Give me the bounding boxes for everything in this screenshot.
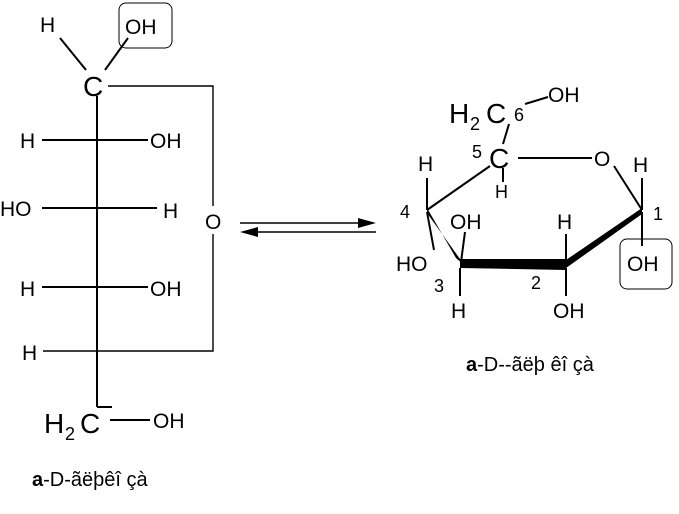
caption-open-chain-alpha: a — [32, 469, 44, 491]
label-c4-number: 4 — [400, 202, 410, 222]
label-c2-h: H — [557, 211, 572, 234]
reverse-arrow-head — [240, 227, 258, 237]
label-c6-subscript: 2 — [470, 114, 480, 134]
c5-c4-bond — [426, 165, 491, 211]
label-c4-h: H — [418, 153, 433, 176]
label-c2-oh: OH — [553, 300, 585, 323]
label-c5-number: 5 — [472, 142, 482, 162]
label-c4-h: H — [20, 278, 35, 301]
label-c6-h2: H — [44, 408, 64, 439]
forward-arrow-head — [358, 218, 376, 228]
open-chain-structure: H OH C H OH HO H H OH H H 2 C OH O a-D-ã… — [0, 2, 221, 491]
label-c6-subscript: 2 — [65, 424, 75, 444]
highlight-box-c1-oh — [118, 2, 173, 49]
label-c2-h: H — [20, 130, 35, 153]
c6-c5-bond — [502, 123, 510, 145]
caption-ring-alpha: a — [466, 354, 478, 376]
label-c3-number: 3 — [434, 276, 444, 296]
c1-h-bond — [59, 37, 87, 71]
label-c5-h: H — [495, 182, 508, 202]
label-c2-number: 2 — [531, 273, 541, 293]
label-c4-oh: OH — [150, 278, 182, 301]
caption-ring-name: -D--ãëþ êî çà — [477, 354, 595, 376]
label-c1-oh: OH — [627, 253, 659, 276]
caption-ring: a-D--ãëþ êî çà — [466, 354, 595, 376]
label-c6-h2: H — [449, 98, 469, 129]
highlight-box-c1-oh — [619, 238, 673, 290]
label-ring-oxygen: O — [594, 148, 610, 171]
label-c6-oh: OH — [153, 410, 185, 433]
ring-closure-bracket-lower — [43, 234, 214, 352]
o-c1-bond — [613, 165, 643, 211]
label-c1-c: C — [83, 71, 103, 102]
label-c4-ho: HO — [396, 253, 428, 276]
c6-oh-bond — [524, 96, 549, 105]
label-c6-oh: OH — [548, 84, 580, 107]
ring-structure: H 2 C 6 OH 5 C H O H 1 OH H 4 HO OH 3 H … — [396, 84, 673, 376]
caption-open-chain: a-D-ãëþêî çà — [32, 469, 148, 491]
label-c5-h: H — [22, 342, 37, 365]
label-c2-oh: OH — [150, 130, 182, 153]
label-c3-oh: OH — [450, 211, 482, 234]
label-c3-ho: HO — [0, 198, 32, 221]
label-c3-h: H — [163, 200, 178, 223]
label-ring-oxygen: O — [205, 211, 221, 234]
label-c1-number: 1 — [653, 204, 663, 224]
label-c6-number: 6 — [514, 105, 524, 125]
label-c5-c: C — [489, 143, 509, 174]
caption-open-chain-name: -D-ãëþêî çà — [43, 469, 148, 491]
ring-closure-bracket — [108, 85, 214, 206]
c4-ho-bond — [426, 211, 435, 251]
label-c6-c: C — [486, 98, 506, 129]
label-c1-h: H — [40, 14, 55, 37]
wedge-c1-c2 — [566, 208, 642, 268]
equilibrium-arrows — [240, 218, 376, 237]
wedge-c3-c2-thick — [460, 259, 566, 270]
label-c1-h: H — [633, 154, 648, 177]
c1-oh-bond — [104, 37, 129, 71]
c3-oh-bond — [460, 231, 466, 263]
label-c1-oh: OH — [125, 16, 157, 39]
label-c6-c: C — [80, 408, 100, 439]
label-c3-h: H — [451, 300, 466, 323]
